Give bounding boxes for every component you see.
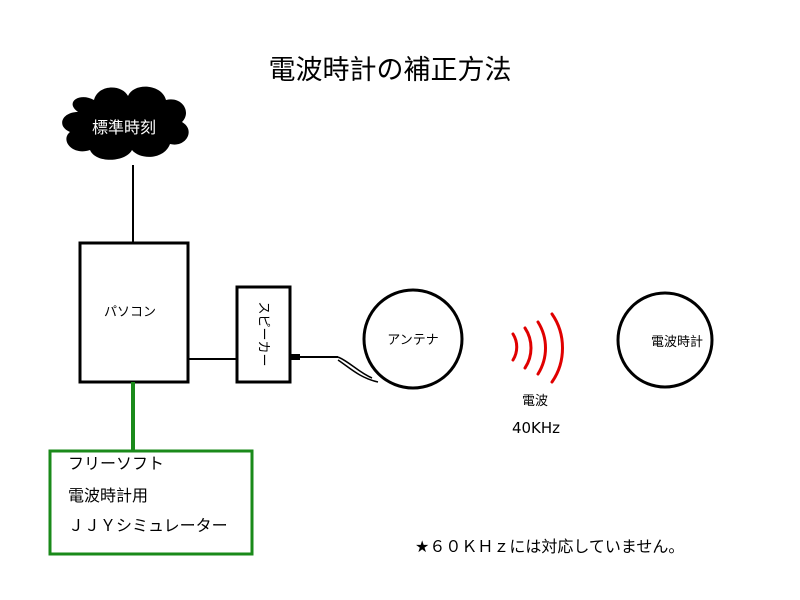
speaker-cable (291, 354, 379, 383)
antenna-label: アンテナ (387, 333, 438, 348)
antenna-circle: アンテナ (362, 288, 464, 390)
page-title: 電波時計の補正方法 (269, 55, 512, 86)
radio-clock-circle: 電波時計 (616, 291, 714, 389)
wave-arc-4 (550, 312, 564, 384)
cloud-shape (62, 86, 189, 160)
software-box: フリーソフト 電波時計用 ＪＪＹシミュレーター (48, 449, 254, 556)
speaker-box: スピーカー (235, 285, 292, 384)
wave-arc-3 (536, 320, 547, 376)
cloud-standard-time: 標準時刻 (62, 86, 189, 160)
speaker-label: スピーカー (256, 301, 271, 366)
wave-arc-1 (511, 332, 519, 362)
cloud-label: 標準時刻 (92, 118, 156, 137)
wave-label: 電波 (522, 394, 548, 409)
software-line-1: フリーソフト (68, 454, 164, 473)
frequency-note: ★６０ＫＨｚには対応していません。 (415, 537, 684, 556)
plug (291, 354, 300, 360)
radio-clock-label: 電波時計 (651, 334, 703, 350)
software-line-2: 電波時計用 (68, 486, 148, 505)
wave-arc-2 (523, 326, 533, 370)
wave-frequency: 40KHz (512, 419, 560, 437)
pc-label: パソコン (104, 305, 156, 320)
software-line-3: ＪＪＹシミュレーター (68, 516, 228, 535)
radio-waves (511, 312, 564, 384)
pc-box: パソコン (78, 241, 190, 384)
